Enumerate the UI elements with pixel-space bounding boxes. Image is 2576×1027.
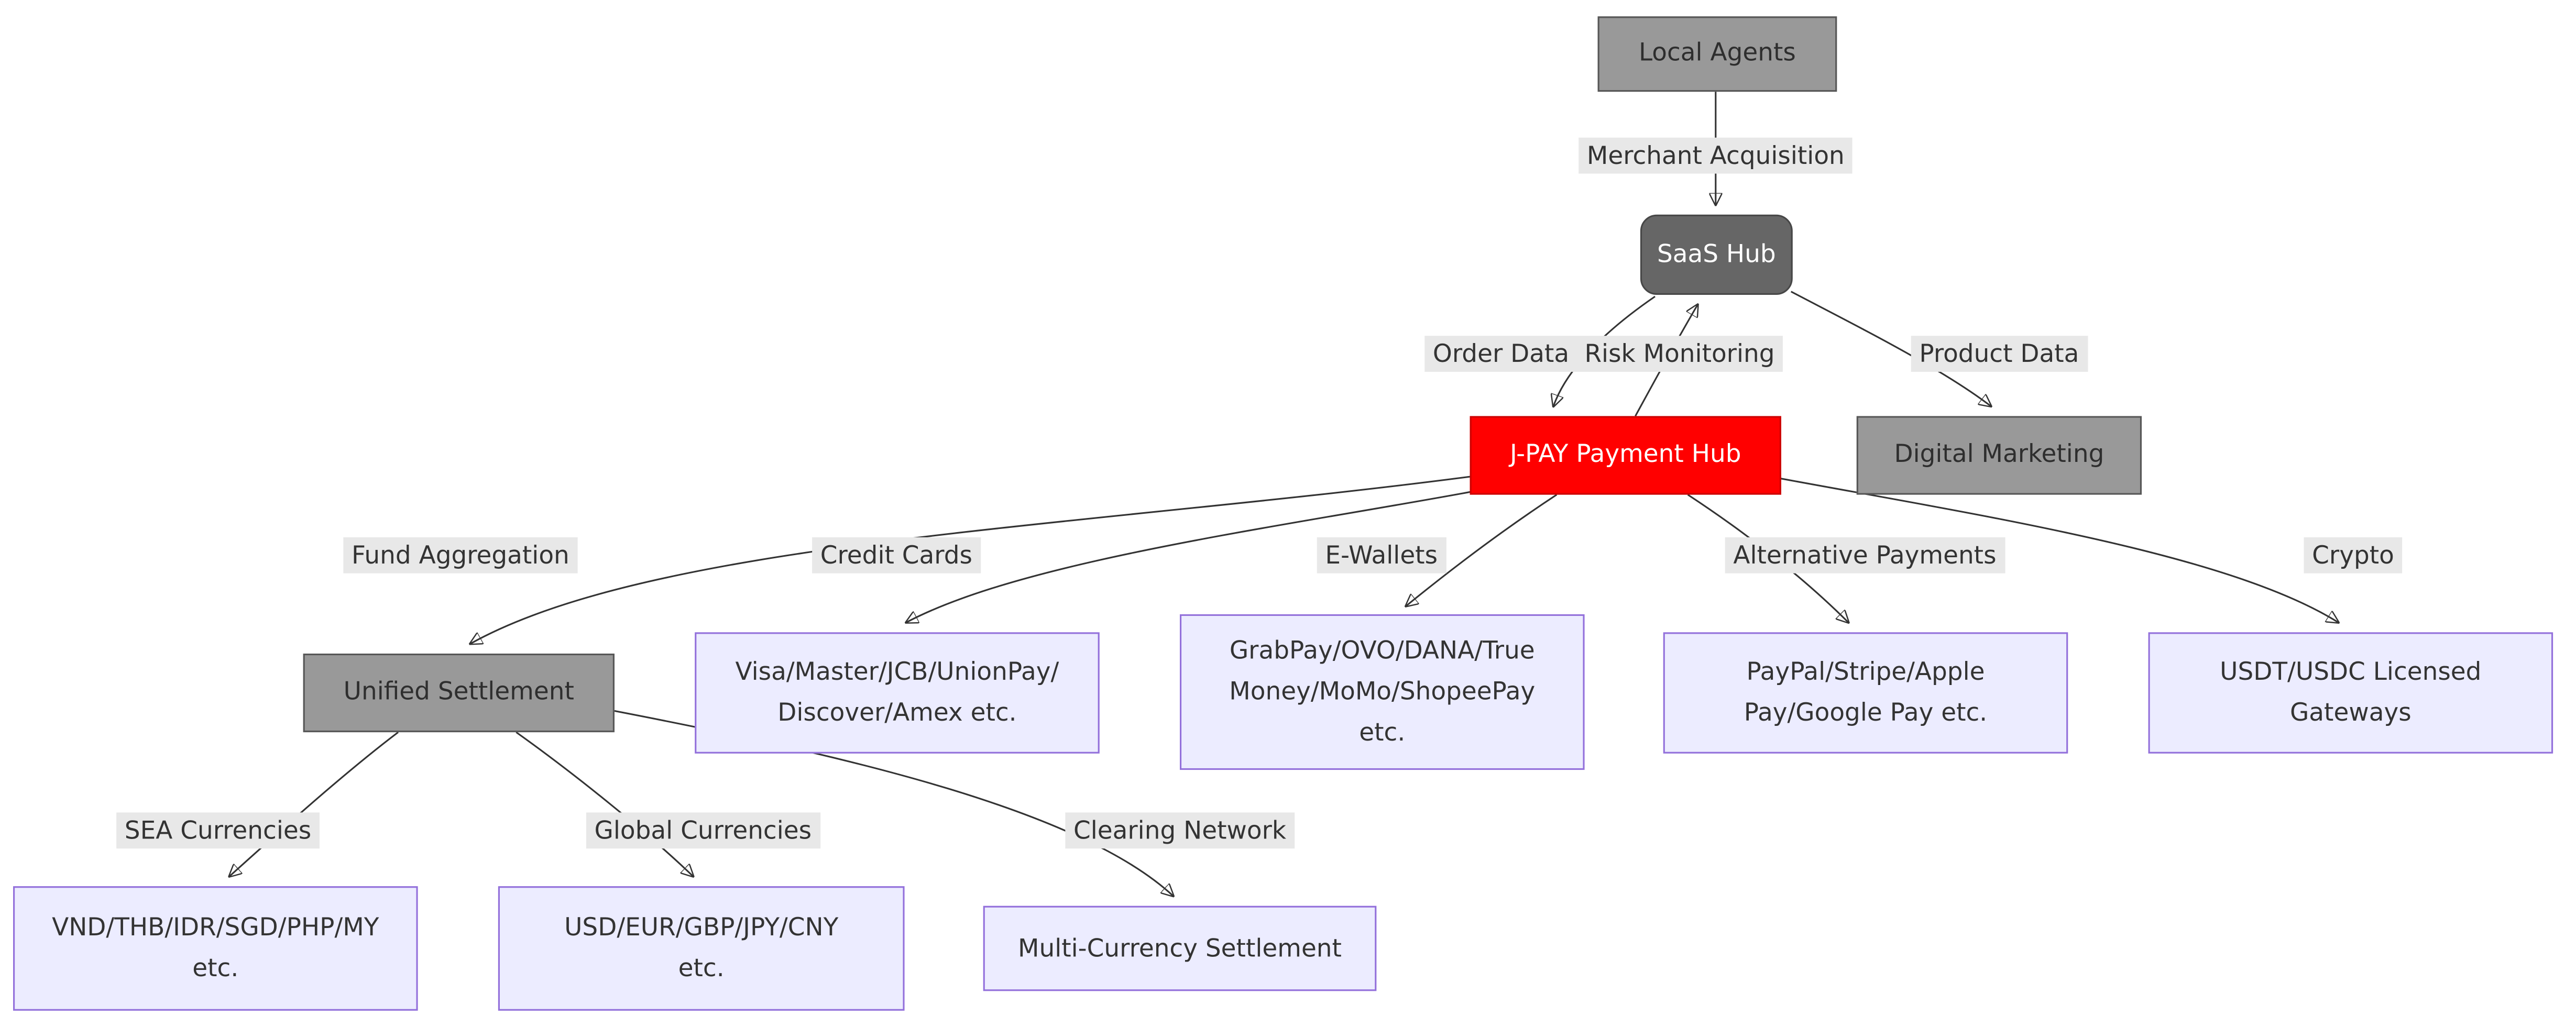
node-global-currency-list: USD/EUR/GBP/JPY/CNY etc.	[498, 886, 905, 1011]
edge-global-currencies	[516, 731, 693, 876]
edge-label-alternative-payments: Alternative Payments	[1725, 537, 2005, 573]
edge-label-sea-currencies: SEA Currencies	[116, 812, 320, 849]
node-digital-marketing: Digital Marketing	[1856, 416, 2142, 495]
edge-label-global-currencies: Global Currencies	[586, 812, 820, 849]
node-saas-hub: SaaS Hub	[1640, 214, 1793, 295]
node-card-schemes: Visa/Master/JCB/UnionPay/ Discover/Amex …	[695, 632, 1100, 754]
node-multi-currency-settlement: Multi-Currency Settlement	[983, 905, 1377, 991]
edge-label-order-data: Order Data	[1424, 336, 1577, 372]
node-local-agents: Local Agents	[1597, 16, 1837, 92]
edge-crypto	[1779, 477, 2339, 622]
edge-label-fund-aggregation: Fund Aggregation	[343, 537, 578, 573]
node-alt-payment-providers: PayPal/Stripe/Apple Pay/Google Pay etc.	[1663, 632, 2068, 754]
edge-label-risk-monitoring: Risk Monitoring	[1576, 336, 1783, 372]
node-jpay-payment-hub: J-PAY Payment Hub	[1470, 416, 1781, 495]
edge-label-credit-cards: Credit Cards	[812, 537, 981, 573]
node-sea-currency-list: VND/THB/IDR/SGD/PHP/MY etc.	[13, 886, 418, 1011]
edge-label-clearing-network: Clearing Network	[1065, 812, 1295, 849]
edge-credit-cards	[906, 490, 1474, 622]
node-e-wallet-providers: GrabPay/OVO/DANA/True Money/MoMo/ShopeeP…	[1180, 614, 1585, 770]
edge-label-product-data: Product Data	[1911, 336, 2088, 372]
edge-label-merchant-acquisition: Merchant Acquisition	[1579, 137, 1853, 174]
edge-label-e-wallets: E-Wallets	[1317, 537, 1446, 573]
edge-product-data	[1790, 291, 1991, 406]
edge-label-crypto: Crypto	[2304, 537, 2403, 573]
node-crypto-gateways: USDT/USDC Licensed Gateways	[2148, 632, 2553, 754]
node-unified-settlement: Unified Settlement	[303, 653, 615, 733]
edge-sea-currencies	[229, 731, 399, 876]
edge-e-wallets	[1406, 494, 1558, 606]
